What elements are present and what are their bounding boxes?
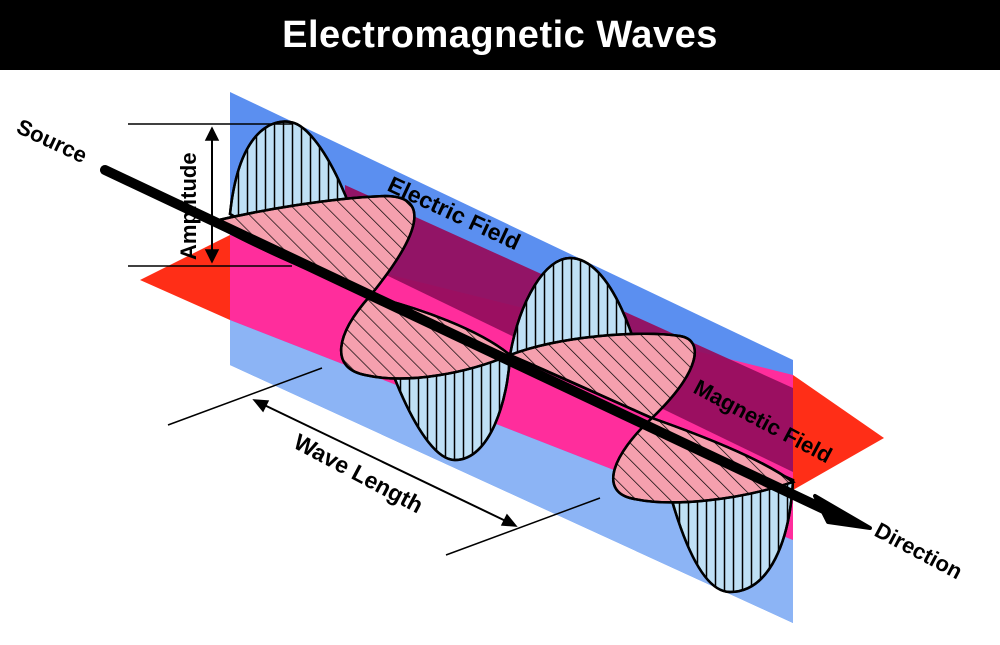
magnetic-wave-lobe-hatch (340, 294, 513, 380)
magnetic-wave-lobe-hatch (612, 416, 796, 504)
page-title: Electromagnetic Waves (282, 13, 718, 56)
amplitude-label: Amplitude (176, 152, 201, 260)
source-label: Source (13, 114, 91, 168)
direction-label: Direction (871, 517, 967, 584)
magnetic-wave (206, 194, 796, 504)
magnetic-field-plane (140, 235, 884, 490)
direction-arrowhead (813, 494, 872, 530)
wavelength-indicator (167, 367, 601, 556)
magnetic-wave-lobe-hatch (506, 332, 696, 420)
propagation-axis (100, 165, 872, 530)
amplitude-indicator (128, 123, 292, 267)
electric-field-plane-lower (230, 320, 793, 623)
title-bar: Electromagnetic Waves (0, 0, 1000, 70)
